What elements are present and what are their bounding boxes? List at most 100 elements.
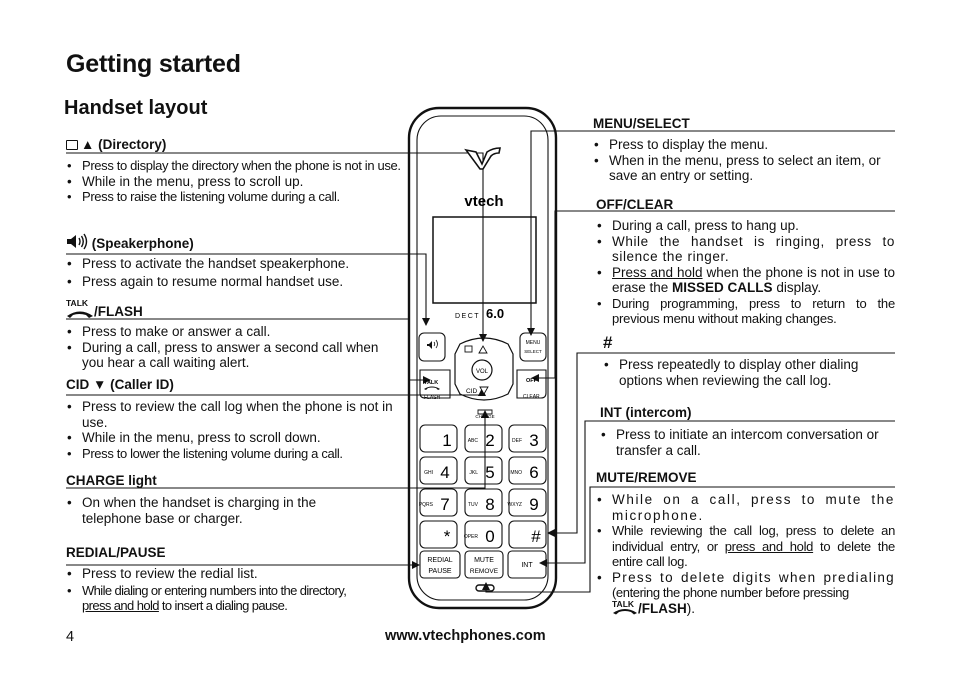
menu-key-label: MENU bbox=[526, 340, 541, 346]
off-clear-key[interactable]: OFF CLEAR bbox=[516, 369, 547, 400]
keypad-digit: 6 bbox=[529, 463, 538, 482]
clear-key-label: CLEAR bbox=[523, 394, 540, 400]
flash-key-label: FLASH bbox=[424, 395, 441, 401]
text-bold: /FLASH bbox=[638, 600, 687, 616]
leader-line-menu bbox=[530, 130, 895, 335]
text: display. bbox=[772, 280, 822, 295]
dect-text: DECT bbox=[455, 313, 480, 320]
keypad-digit: # bbox=[531, 527, 541, 546]
directory-heading-text: (Directory) bbox=[98, 137, 167, 152]
list-item: Press repeatedly to display other dialin… bbox=[603, 357, 895, 388]
talk-icon bbox=[424, 386, 440, 390]
leader-line-directory bbox=[66, 152, 484, 341]
speakerphone-heading-text: (Speakerphone) bbox=[91, 236, 194, 251]
list-item: Press to raise the listening volume duri… bbox=[66, 189, 401, 205]
footer-url: www.vtechphones.com bbox=[385, 628, 546, 644]
keypad-digit: 0 bbox=[485, 527, 494, 546]
list-item: While on a call, press to mute the micro… bbox=[596, 492, 895, 523]
list-item: During a call, press to hang up. bbox=[596, 218, 895, 234]
speaker-icon bbox=[67, 233, 88, 250]
menu-select-key[interactable]: MENU SELECT bbox=[519, 332, 547, 362]
list-item: During programming, press to return to t… bbox=[596, 296, 895, 327]
vol-key-label: VOL bbox=[476, 369, 489, 375]
list-item: During a call, press to answer a second … bbox=[66, 340, 401, 371]
up-arrow-icon bbox=[478, 345, 488, 354]
keypad-digit: 3 bbox=[529, 431, 538, 450]
list-item: Press to make or answer a call. bbox=[66, 324, 401, 340]
list-item: While the handset is ringing, press to s… bbox=[596, 234, 895, 265]
vtech-logo-mark bbox=[464, 147, 501, 170]
keypad-digit: * bbox=[444, 527, 451, 546]
keypad-key-2[interactable]: ABC 2 bbox=[464, 424, 503, 453]
list-item: When in the menu, press to select an ite… bbox=[593, 153, 895, 184]
directory-book-icon bbox=[66, 140, 78, 150]
section-title: Handset layout bbox=[64, 97, 208, 119]
off-key-label: OFF bbox=[526, 378, 538, 384]
brand-text: vtech bbox=[464, 193, 503, 210]
text: (entering the phone number before pressi… bbox=[612, 585, 849, 600]
cid-heading: CID ▼ (Caller ID) bbox=[66, 377, 174, 392]
talk-key-label: TALK bbox=[424, 380, 438, 386]
charge-heading: CHARGE light bbox=[66, 473, 157, 488]
keypad-key-0[interactable]: OPER 0 bbox=[464, 520, 503, 549]
keypad-letters: WXYZ bbox=[508, 502, 522, 508]
remove-key-label: REMOVE bbox=[470, 568, 499, 575]
navigation-key[interactable]: VOL CID bbox=[454, 337, 514, 401]
keypad-letters: ABC bbox=[468, 438, 479, 444]
text-underlined: press and hold bbox=[724, 538, 814, 554]
menu-list: Press to display the menu. When in the m… bbox=[593, 137, 895, 184]
list-item: Press to activate the handset speakerpho… bbox=[66, 256, 401, 272]
keypad-digit: 1 bbox=[442, 431, 451, 450]
volume-key[interactable] bbox=[471, 359, 493, 381]
redial-heading: REDIAL/PAUSE bbox=[66, 545, 166, 560]
keypad-letters: MNO bbox=[510, 470, 522, 476]
hash-list: Press repeatedly to display other dialin… bbox=[603, 357, 895, 388]
list-item: Press to display the directory when the … bbox=[66, 158, 401, 174]
keypad-key-1[interactable]: 1 bbox=[419, 424, 458, 453]
list-item: While in the menu, press to scroll down. bbox=[66, 430, 401, 446]
speakerphone-key[interactable] bbox=[418, 332, 446, 362]
keypad-key-star[interactable]: * bbox=[419, 520, 458, 549]
talk-icon: TALK bbox=[612, 599, 638, 614]
list-item: While dialing or entering numbers into t… bbox=[66, 583, 411, 614]
down-arrow-icon bbox=[479, 386, 489, 395]
keypad-digit: 8 bbox=[485, 495, 494, 514]
keypad-digit: 5 bbox=[485, 463, 494, 482]
text-underlined: press and hold bbox=[82, 598, 159, 613]
keypad-letters: OPER bbox=[464, 534, 479, 540]
list-item: Press to display the menu. bbox=[593, 137, 895, 153]
menu-heading: MENU/SELECT bbox=[593, 116, 690, 131]
page-number: 4 bbox=[66, 629, 75, 645]
speaker-icon bbox=[427, 341, 432, 349]
text: to insert a dialing pause. bbox=[158, 598, 288, 613]
talk-icon: TALK bbox=[66, 298, 94, 319]
flash-heading-text: /FLASH bbox=[94, 304, 143, 319]
keypad-digit: 2 bbox=[485, 431, 494, 450]
leader-lines bbox=[66, 130, 895, 593]
mute-remove-key[interactable]: MUTE REMOVE bbox=[464, 550, 504, 579]
list-item: Press to review the call log when the ph… bbox=[66, 399, 401, 430]
keypad-letters: DEF bbox=[512, 438, 522, 444]
select-key-label: SELECT bbox=[524, 349, 542, 354]
list-item: Press to review the redial list. bbox=[66, 566, 411, 582]
redial-key-label: REDIAL bbox=[427, 557, 452, 564]
text: ). bbox=[686, 600, 695, 616]
talk-flash-key[interactable]: TALK FLASH bbox=[419, 369, 451, 401]
text: to delete the entire call log. bbox=[612, 538, 895, 570]
int-list: Press to initiate an intercom conversati… bbox=[600, 427, 898, 458]
leader-line-charge bbox=[66, 412, 486, 489]
int-key[interactable]: INT bbox=[507, 550, 547, 579]
keypad-key-3[interactable]: DEF 3 bbox=[508, 424, 547, 453]
redial-pause-key[interactable]: REDIAL PAUSE bbox=[419, 550, 461, 579]
pause-key-label: PAUSE bbox=[428, 568, 452, 575]
keypad-key-6[interactable]: MNO 6 bbox=[508, 456, 547, 485]
keypad-key-hash[interactable]: # bbox=[508, 520, 547, 549]
hash-heading: # bbox=[603, 333, 613, 352]
charge-list: On when the handset is charging in the t… bbox=[66, 495, 366, 526]
keypad-digit: 7 bbox=[440, 495, 449, 514]
